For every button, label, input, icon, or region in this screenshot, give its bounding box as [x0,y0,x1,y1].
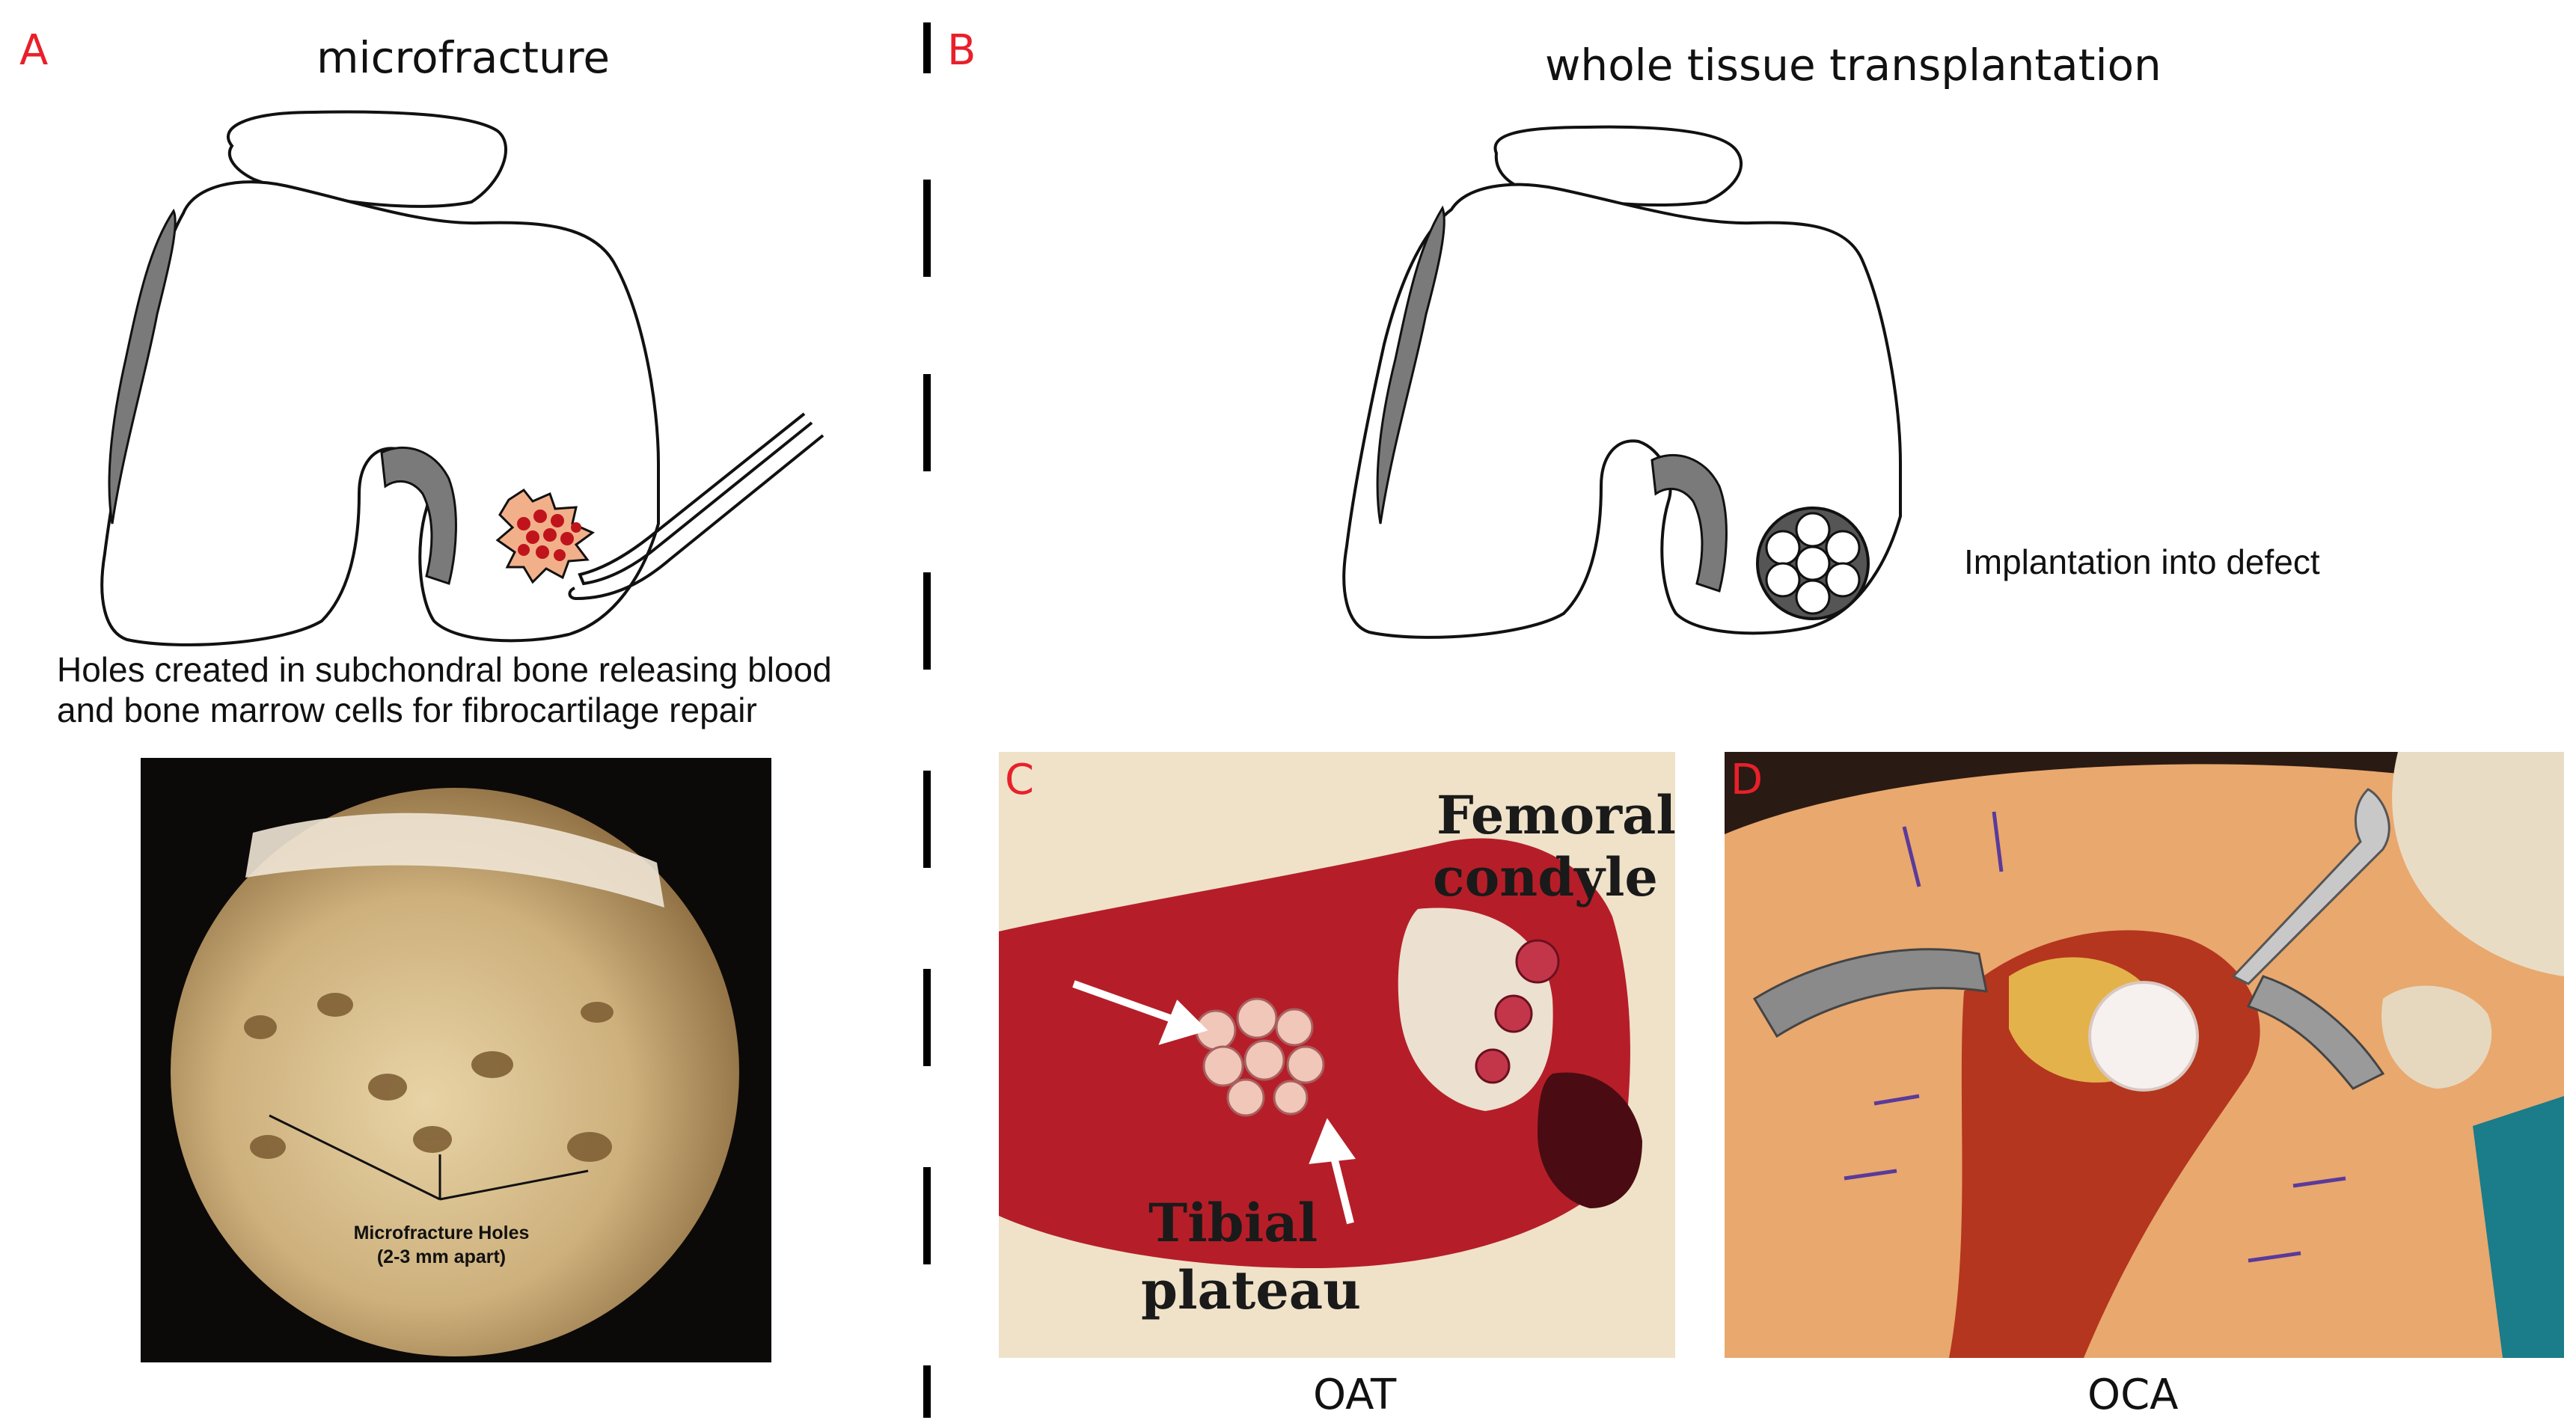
dark-drape [1725,752,2564,834]
tibial-label-line2: plateau [1141,1259,1362,1321]
panel-a-caption-line2: and bone marrow cells for fibrocartilage… [57,691,757,729]
notch-cartilage-b [1650,453,1728,593]
retractor-right [2246,975,2385,1090]
gloved-finger [2381,985,2492,1089]
divider-dash-6 [923,969,931,1066]
lateral-cartilage-b [1376,205,1445,524]
panel-d-letter: D [1731,756,1763,804]
photo-label-line2: (2-3 mm apart) [376,1246,507,1267]
oat-label: OAT [1313,1371,1397,1419]
blue-drape [2473,1096,2564,1358]
microfracture-awl [568,412,824,601]
oca-label: OCA [2087,1371,2179,1419]
microfracture-holes [244,993,614,1162]
skin-markings [1844,811,2346,1263]
divider-dash-8 [923,1365,931,1418]
recipient-holes [1475,939,1560,1084]
femoral-label-line1: Femoral [1437,784,1675,846]
divider-dash-4 [923,572,931,670]
femur-outline [100,180,660,646]
panel-b-letter: B [947,26,976,75]
divider-dash-7 [923,1167,931,1264]
femoral-label-line2: condyle [1433,846,1658,908]
implant-label: Implantation into defect [1964,542,2320,581]
transplant-knee-diagram [1342,125,1902,639]
panel-c-letter: C [1005,756,1035,804]
divider-dash-2 [923,180,931,277]
divider-dash-1 [923,22,931,73]
panel-a-letter: A [19,26,49,75]
femoral-condyle-surface [1398,908,1553,1111]
femur-outline-b [1342,183,1902,639]
pointer-lines [269,1114,589,1201]
retractor-left [1752,948,1988,1038]
meniscus-band [245,813,664,908]
scope-view [171,788,739,1356]
oat-photo: C Femoral condyle Tibial plateau [999,752,1675,1358]
arthroscopy-photo: Microfracture Holes (2-3 mm apart) [141,758,771,1362]
white-arrows [1072,980,1356,1225]
oca-photo: D [1725,752,2564,1358]
blood-cells [517,509,581,561]
divider-dash-5 [923,771,931,868]
dark-soft-tissue [1538,1072,1642,1208]
tibial-label-line1: Tibial [1148,1192,1318,1254]
photo-label-line1: Microfracture Holes [353,1222,530,1243]
gloved-hand [2392,752,2564,976]
implant-plugs [1756,507,1870,620]
notch-cartilage [380,446,457,585]
microfracture-knee-diagram [100,110,824,646]
allograft-plug [2088,981,2199,1092]
divider-dash-3 [923,374,931,471]
panel-b-title: whole tissue transplantation [1545,40,2162,91]
lateral-cartilage [108,208,177,524]
panel-a-title: microfracture [316,32,611,83]
panel-a-caption-line1: Holes created in subchondral bone releas… [57,650,832,689]
surgical-fork [2231,788,2390,985]
